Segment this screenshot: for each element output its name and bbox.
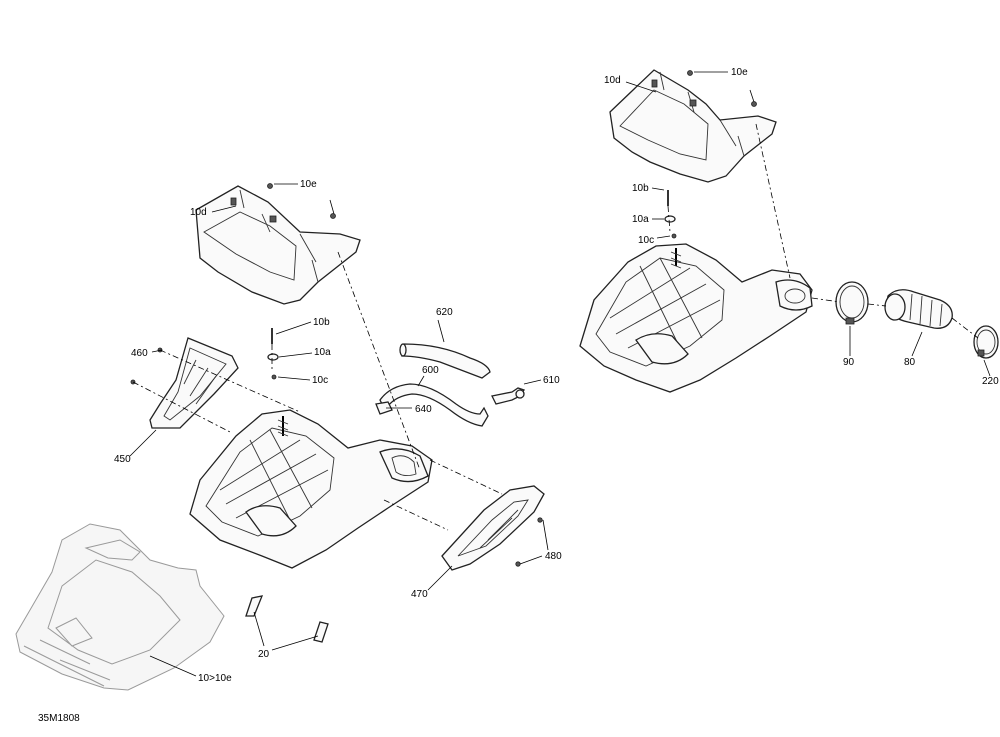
elbow-610 <box>491 387 526 405</box>
side-panel-470 <box>441 485 545 571</box>
callout-480: 480 <box>545 551 562 562</box>
nut-10c-right <box>671 233 677 239</box>
washer-10a-left <box>267 353 279 361</box>
callout-220: 220 <box>982 376 999 387</box>
leader-lines <box>129 71 991 677</box>
callout-10b-left: 10b <box>313 317 330 328</box>
upper-cover-left <box>195 185 361 305</box>
callout-600: 600 <box>422 365 439 376</box>
adaptor-80 <box>884 289 953 329</box>
screw-10e-left <box>267 183 336 219</box>
air-box-right <box>579 243 813 393</box>
screw-10e-right <box>687 70 757 107</box>
callout-10c-left: 10c <box>312 375 328 386</box>
callout-470: 470 <box>411 589 428 600</box>
callout-10a-right: 10a <box>632 214 649 225</box>
callout-10d-left: 10d <box>190 207 207 218</box>
hose-600 <box>379 383 489 427</box>
hose-620 <box>399 343 491 379</box>
callout-610: 610 <box>543 375 560 386</box>
callout-640: 640 <box>415 404 432 415</box>
callout-10e-left: 10e <box>300 179 317 190</box>
callout-10c-right: 10c <box>638 235 654 246</box>
callout-90: 90 <box>843 357 855 368</box>
callout-450: 450 <box>114 454 131 465</box>
clamp-640 <box>375 401 393 415</box>
callout-10b-right: 10b <box>632 183 649 194</box>
alignment-lines <box>132 123 979 531</box>
complete-air-box-ghost <box>15 523 225 691</box>
bracket-20-b <box>313 621 329 643</box>
bracket-20-a <box>245 595 264 617</box>
clamp-90 <box>835 281 869 325</box>
callout-10a-left: 10a <box>314 347 331 358</box>
nut-10c-left <box>271 374 277 380</box>
washer-10a-right <box>664 215 676 223</box>
callout-20: 20 <box>258 649 270 660</box>
diagram-id: 35M1808 <box>38 713 80 724</box>
side-panel-450 <box>130 337 239 429</box>
upper-cover-right <box>609 69 777 183</box>
callout-10e-right: 10e <box>731 67 748 78</box>
callout-10d-right: 10d <box>604 75 621 86</box>
callout-620: 620 <box>436 307 453 318</box>
callout-80: 80 <box>904 357 916 368</box>
air-box-left <box>189 409 433 569</box>
callout-10-10e: 10>10e <box>198 673 232 684</box>
callout-460: 460 <box>131 348 148 359</box>
clamp-220 <box>973 325 999 359</box>
